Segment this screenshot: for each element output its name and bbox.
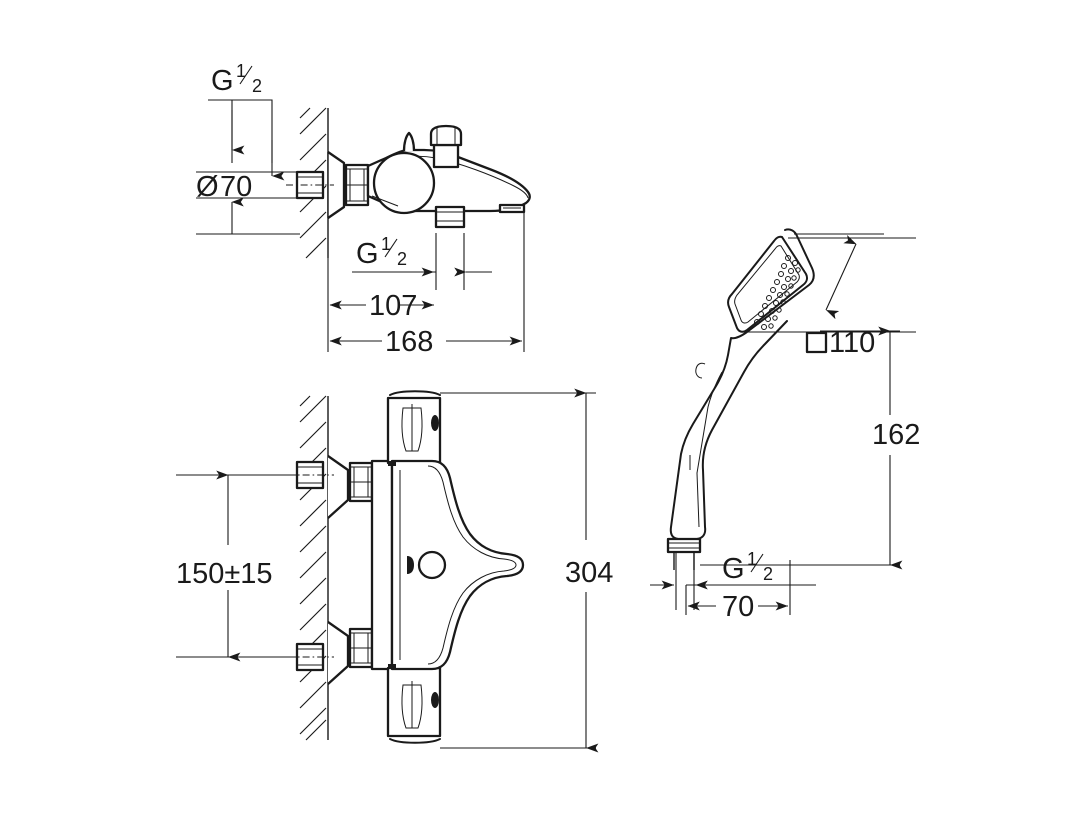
dim-g-half-outlet	[352, 233, 492, 290]
square-symbol-icon	[805, 331, 828, 354]
diameter-70-value: 70	[220, 171, 252, 203]
dim-length-162	[700, 326, 903, 570]
g-half-hose-letter: G	[722, 553, 745, 585]
g-half-top-letter: G	[211, 65, 234, 97]
g-half-hose-numerator: 1	[747, 549, 757, 569]
label-70: 70	[722, 591, 754, 623]
view-bath-mixer	[196, 99, 531, 352]
label-110-value: 110	[829, 327, 875, 359]
g-half-top-denominator: 2	[252, 76, 262, 96]
label-162: 162	[872, 419, 920, 451]
view-hand-shower	[650, 228, 916, 615]
dim-length-107	[327, 258, 435, 316]
dim-length-168	[327, 212, 525, 352]
view-thermostat-mixer	[176, 388, 599, 753]
g-half-outlet-numerator: 1	[381, 234, 391, 254]
diverter-knob	[429, 124, 463, 169]
temperature-handle-bottom	[386, 666, 442, 744]
dim-width-70	[685, 560, 791, 615]
hex-nut-bath	[344, 163, 370, 207]
label-square-110: 110	[805, 327, 875, 359]
escutcheon-lower	[288, 621, 350, 685]
dim-height-304	[440, 388, 599, 753]
hex-nut-lower	[348, 627, 374, 669]
label-168: 168	[385, 326, 433, 358]
thermostat-front-shroud	[388, 459, 525, 671]
shower-outlet-bath	[434, 205, 466, 229]
hex-nut-upper	[348, 461, 374, 503]
escutcheon-upper	[288, 455, 350, 519]
wall-hatching-thermostat	[299, 395, 329, 741]
spray-nozzle-pattern	[754, 255, 801, 330]
label-diameter-70: Ø 70	[196, 171, 252, 203]
label-150-tolerance: 150±15	[176, 558, 273, 590]
label-107: 107	[369, 290, 417, 322]
label-g-half-top: G 1 2	[211, 61, 262, 97]
hose-connector	[666, 537, 702, 570]
g-half-outlet-denominator: 2	[397, 249, 407, 269]
g-half-outlet-letter: G	[356, 238, 379, 270]
wall-union-bath	[286, 170, 334, 200]
dim-diameter-70	[196, 171, 300, 235]
dim-g-half-top	[208, 99, 285, 181]
bath-spout-body	[366, 131, 531, 215]
label-g-half-hose: G 1 2	[722, 549, 773, 585]
hand-shower-outline	[669, 228, 815, 540]
g-half-hose-denominator: 2	[763, 564, 773, 584]
dim-g-half-hose	[650, 552, 816, 610]
g-half-top-numerator: 1	[236, 61, 246, 81]
flow-handle-top	[386, 390, 442, 465]
thermostat-body	[370, 459, 394, 671]
label-304: 304	[565, 557, 613, 589]
label-g-half-outlet: G 1 2	[356, 234, 407, 270]
diameter-symbol: Ø	[196, 171, 219, 203]
dim-centres-150	[176, 470, 296, 662]
